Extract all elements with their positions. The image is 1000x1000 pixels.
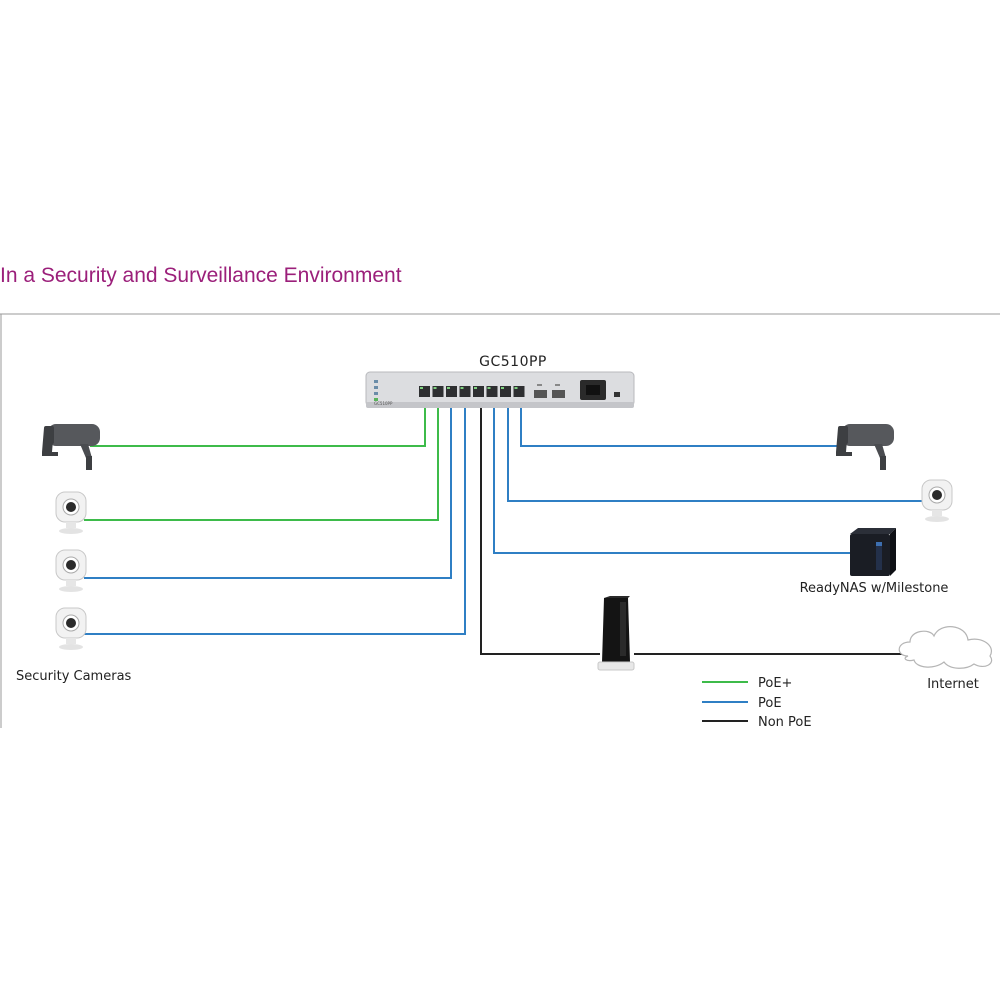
rj45-port (473, 386, 484, 397)
dome-camera-icon (55, 607, 87, 650)
rj45-port (486, 386, 498, 397)
port-led (487, 387, 491, 389)
page-title: In a Security and Surveillance Environme… (0, 264, 402, 287)
link-poe-dome-2 (84, 397, 452, 579)
port-led (460, 387, 464, 389)
link-poe-bullet-right (520, 397, 844, 447)
lock-slot (614, 392, 620, 397)
rj45-port (500, 386, 511, 397)
switch-ports (419, 386, 525, 397)
legend: PoE+ PoE Non PoE (702, 676, 812, 730)
link-poeplus-dome-1 (84, 397, 439, 521)
cloud-icon (898, 626, 993, 669)
rj45-port (419, 386, 430, 397)
port-led (474, 387, 477, 389)
link-poe-nas (493, 397, 850, 554)
sfp-ports (534, 384, 565, 398)
switch: GC510PP GC510PP (365, 354, 635, 408)
bullet-camera-icon (42, 424, 100, 470)
power-inlet (580, 380, 606, 400)
port-led (420, 387, 423, 389)
nas-label: ReadyNAS w/Milestone (800, 581, 949, 596)
bullet-camera-icon (836, 424, 894, 470)
legend-label-non-poe: Non PoE (758, 715, 812, 730)
port-led (501, 387, 504, 389)
dome-camera-icon (55, 549, 87, 592)
port-led (514, 387, 518, 389)
link-poe-dome-3 (84, 397, 466, 635)
dome-camera-icon (921, 479, 953, 522)
diagram-frame (0, 313, 1000, 728)
rj45-port (446, 386, 457, 397)
nas-icon (850, 528, 896, 576)
internet-label: Internet (927, 677, 979, 692)
security-cameras-label: Security Cameras (16, 669, 132, 684)
rj45-port (432, 386, 444, 397)
rj45-port (459, 386, 471, 397)
port-led (447, 387, 450, 389)
switch-face-label: GC510PP (374, 401, 393, 406)
legend-label-poe-plus: PoE+ (758, 676, 792, 691)
link-nonpoe-router (480, 397, 600, 655)
link-poeplus-bullet-left (90, 397, 426, 447)
switch-model-label: GC510PP (479, 354, 547, 370)
dome-camera-icon (55, 491, 87, 534)
connection-lines (84, 397, 925, 655)
switch-status-leds (374, 380, 378, 401)
port-led (433, 387, 437, 389)
link-poe-dome-right (507, 397, 925, 502)
router-icon (597, 596, 635, 671)
rj45-port (513, 386, 525, 397)
legend-label-poe: PoE (758, 696, 782, 711)
